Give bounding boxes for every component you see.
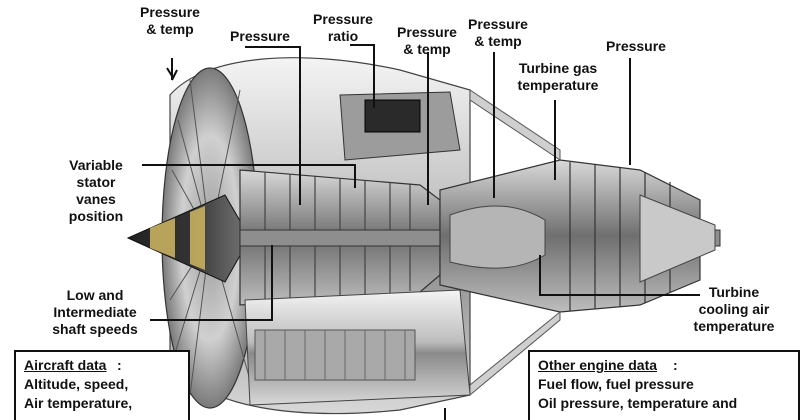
engine-data-row: Fuel flow, fuel pressure <box>538 376 694 392</box>
label-pressure-temp-inlet: Pressure & temp <box>140 4 200 37</box>
label-variable-stator-vanes: Variable stator vanes position <box>68 157 124 224</box>
label-pressure-fan: Pressure <box>230 28 290 44</box>
aircraft-data-row: Altitude, speed, <box>24 376 129 392</box>
other-engine-data-box: Other engine data: Fuel flow, fuel press… <box>528 350 800 420</box>
label-turbine-cooling-air: Turbine cooling air temperature <box>693 284 775 334</box>
label-pressure-ratio: Pressure ratio <box>313 11 373 44</box>
leader-lines <box>142 44 700 420</box>
bypass-duct <box>469 89 561 161</box>
label-turbine-gas-temperature: Turbine gas temperature <box>517 60 599 93</box>
label-pressure-exhaust: Pressure <box>606 38 666 54</box>
exhaust-cone <box>639 194 716 283</box>
other-engine-data-heading: Other engine data <box>538 357 658 373</box>
label-pressure-temp-hp: Pressure & temp <box>397 24 457 57</box>
spinner-stripe <box>150 218 175 258</box>
engine-data-row: Oil pressure, temperature and <box>538 395 738 411</box>
label-pressure-temp-combustor: Pressure & temp <box>468 16 528 49</box>
aircraft-data-box: Aircraft data: Altitude, speed, Air temp… <box>14 350 190 420</box>
aircraft-data-heading: Aircraft data <box>24 357 107 373</box>
aircraft-data-row: Air temperature, <box>24 395 133 411</box>
combustor <box>449 205 546 269</box>
label-shaft-speeds: Low and Intermediate shaft speeds <box>52 287 138 337</box>
